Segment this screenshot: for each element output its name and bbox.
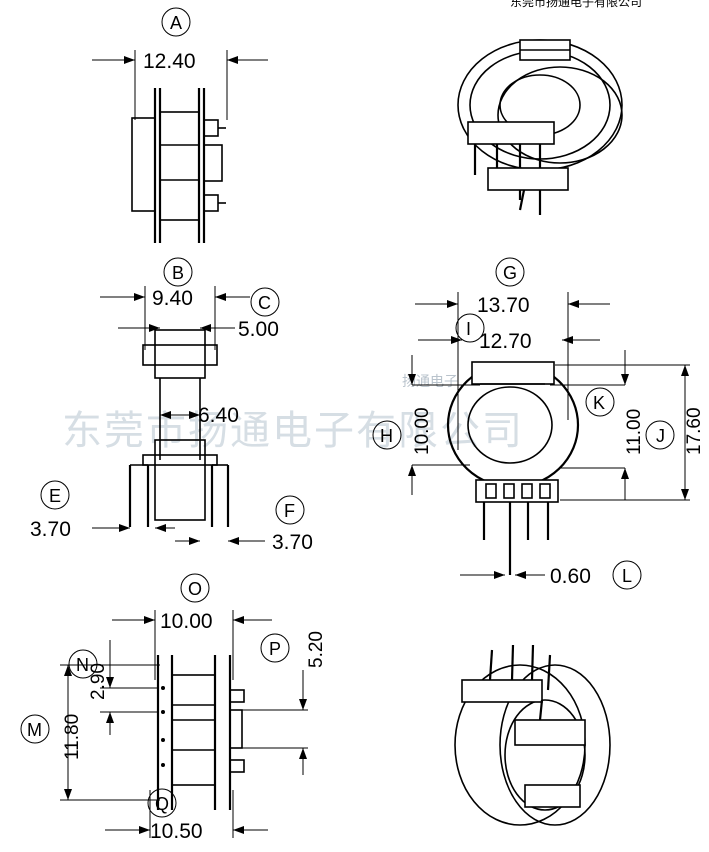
label-i: I bbox=[466, 319, 471, 339]
label-circle-c bbox=[250, 287, 280, 317]
dim-h-value: 10.00 bbox=[412, 407, 433, 455]
dim-n-value: 2.90 bbox=[88, 663, 109, 700]
label-j: J bbox=[656, 426, 665, 446]
label-m: M bbox=[27, 720, 42, 740]
header-text: 东莞市扬通电子有限公司 bbox=[510, 0, 642, 9]
label-circle-l bbox=[612, 560, 642, 590]
label-g: G bbox=[503, 263, 517, 283]
label-a: A bbox=[170, 13, 182, 33]
middle-left-view: B C 9.40 5.00 6.40 E bbox=[30, 257, 313, 554]
label-o: O bbox=[188, 579, 202, 599]
watermark: 东莞市扬通电子有限公司 bbox=[62, 408, 524, 454]
label-l: L bbox=[622, 566, 632, 586]
dim-o-value: 10.00 bbox=[160, 610, 213, 633]
label-circle-j bbox=[645, 420, 675, 450]
bottom-right-isometric bbox=[454, 644, 611, 826]
label-circle-h bbox=[372, 420, 402, 450]
dim-d-value: 6.40 bbox=[198, 404, 239, 427]
top-right-isometric bbox=[457, 39, 623, 215]
label-circle-i bbox=[455, 313, 485, 343]
label-f: F bbox=[284, 501, 295, 521]
label-p: P bbox=[269, 639, 281, 659]
watermark-small: 扬通电子 bbox=[402, 374, 458, 390]
top-left-view: A 12.40 bbox=[92, 7, 268, 243]
label-circle-q bbox=[147, 788, 177, 818]
label-q: Q bbox=[155, 794, 169, 814]
label-b: B bbox=[172, 263, 184, 283]
dim-b-value: 9.40 bbox=[152, 287, 193, 310]
middle-right-view: G 13.70 I 12.70 H bbox=[372, 257, 705, 590]
dim-k-value: 11.00 bbox=[624, 409, 645, 455]
label-circle-n bbox=[68, 649, 98, 679]
label-circle-p bbox=[260, 633, 290, 663]
label-circle-e bbox=[40, 480, 70, 510]
label-circle-b bbox=[163, 257, 193, 287]
label-circle-f bbox=[275, 495, 305, 525]
dim-p-value: 5.20 bbox=[306, 631, 327, 668]
dim-m-value: 11.80 bbox=[62, 714, 83, 760]
dim-f-value: 3.70 bbox=[272, 531, 313, 554]
label-c: C bbox=[258, 293, 271, 313]
dim-j-value: 17.60 bbox=[684, 407, 705, 455]
dim-g-value: 13.70 bbox=[477, 294, 530, 317]
dim-a-value: 12.40 bbox=[143, 50, 196, 73]
label-circle-a bbox=[161, 7, 191, 37]
bottom-left-view: O 10.00 N 2.90 P 5.20 M bbox=[20, 573, 327, 843]
label-h: H bbox=[380, 426, 393, 446]
dim-c-value: 5.00 bbox=[238, 318, 279, 341]
label-k: K bbox=[593, 393, 605, 413]
dim-l-value: 0.60 bbox=[550, 565, 591, 588]
label-circle-k bbox=[585, 387, 615, 417]
dim-i-value: 12.70 bbox=[479, 330, 532, 353]
label-circle-o bbox=[180, 573, 210, 603]
label-circle-g bbox=[495, 257, 525, 287]
dim-q-value: 10.50 bbox=[150, 820, 203, 843]
label-circle-m bbox=[20, 714, 50, 744]
label-e: E bbox=[49, 486, 61, 506]
dim-e-value: 3.70 bbox=[30, 518, 71, 541]
